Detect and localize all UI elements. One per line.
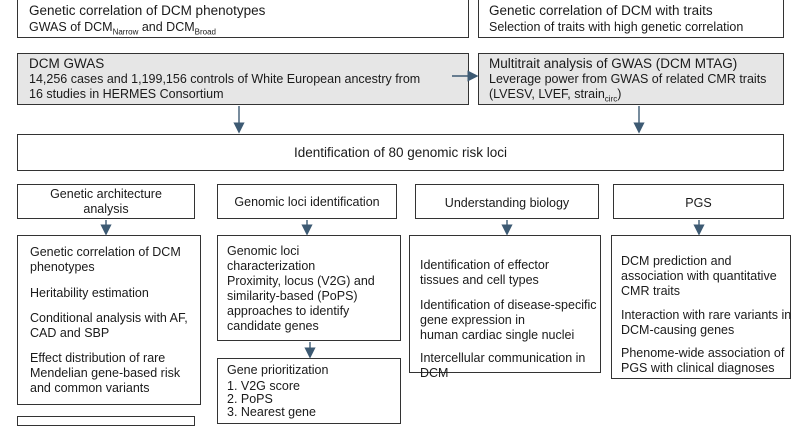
col4-item3-line1: Phenome-wide association of <box>621 346 785 360</box>
col1-detail-box: Genetic correlation of DCM phenotypes He… <box>17 235 201 405</box>
col2-item2-line3: approaches to identify <box>227 304 350 318</box>
col4-item2-line2: DCM-causing genes <box>621 323 735 337</box>
risk-loci-label: Identification of 80 genomic risk loci <box>293 145 508 160</box>
mtag-box: Multitrait analysis of GWAS (DCM MTAG) L… <box>478 53 784 105</box>
col4-item1-line1: DCM prediction and <box>621 254 732 268</box>
gwas-studies-line: 16 studies in HERMES Consortium <box>29 87 224 101</box>
col1-header-line1: Genetic architecture <box>50 187 162 201</box>
col1-item3-line1: Conditional analysis with AF, <box>30 311 188 325</box>
col4-header: PGS <box>685 196 712 210</box>
dcm-phenotype-correlation-box: Genetic correlation of DCM phenotypes GW… <box>17 0 469 38</box>
col4-item1-line2: association with quantitative <box>621 269 777 283</box>
col3-item1-line2: tissues and cell types <box>420 273 539 287</box>
col2-item2-line1: Proximity, locus (V2G) and <box>227 274 375 288</box>
col1-item3-line2: CAD and SBP <box>30 326 110 340</box>
mtag-leverage-line: Leverage power from GWAS of related CMR … <box>489 72 767 86</box>
col4-item3-line2: PGS with clinical diagnoses <box>621 361 775 375</box>
col2-item1-line1: Genomic loci <box>227 244 300 258</box>
col1-item2-line1: Heritability estimation <box>30 286 149 300</box>
trait-correlation-title: Genetic correlation of DCM with traits <box>489 3 713 18</box>
col1-item4-line1: Effect distribution of rare <box>30 351 166 365</box>
trait-selection-line: Selection of traits with high genetic co… <box>489 20 744 34</box>
col2-item2-line2: similarity-based (PoPS) <box>227 289 358 303</box>
col3-item2-line3: human cardiac single nuclei <box>420 328 575 342</box>
col2-item2-line4: candidate genes <box>227 319 319 333</box>
col3-item1-line1: Identification of effector <box>420 258 550 272</box>
col3-header-box: Understanding biology <box>415 184 599 219</box>
prior-item-2: 2. PoPS <box>227 392 273 406</box>
col3-item2-line2: gene expression in <box>420 313 525 327</box>
col4-item2-line1: Interaction with rare variants in <box>621 308 792 322</box>
gene-prioritization-title: Gene prioritization <box>227 363 329 377</box>
dcm-gwas-box: DCM GWAS 14,256 cases and 1,199,156 cont… <box>17 53 469 105</box>
col1-item4-line2: Mendelian gene-based risk <box>30 366 181 380</box>
prior-item-3: 3. Nearest gene <box>227 405 316 419</box>
col1-header-line2: analysis <box>83 202 129 216</box>
dcm-gwas-title: DCM GWAS <box>29 56 105 71</box>
mtag-title: Multitrait analysis of GWAS (DCM MTAG) <box>489 56 738 71</box>
gwas-cases-line: 14,256 cases and 1,199,156 controls of W… <box>29 72 421 86</box>
col3-item2-line1: Identification of disease-specific <box>420 298 597 312</box>
col2-detail-box: Genomic loci characterization Proximity,… <box>217 235 401 341</box>
col1-item1-line1: Genetic correlation of DCM <box>30 245 181 259</box>
risk-loci-box: Identification of 80 genomic risk loci <box>17 134 784 171</box>
trait-correlation-box: Genetic correlation of DCM with traits S… <box>478 0 784 38</box>
col4-header-box: PGS <box>613 184 784 219</box>
col2-header-box: Genomic loci identification <box>217 184 397 219</box>
gene-prioritization-box: Gene prioritization 1. V2G score 2. PoPS… <box>217 358 401 424</box>
col4-item1-line3: CMR traits <box>621 284 681 298</box>
mtag-traits-line: (LVESV, LVEF, straincirc) <box>489 87 622 104</box>
col3-item3-line1: Intercellular communication in <box>420 351 586 365</box>
col2-header: Genomic loci identification <box>234 195 380 209</box>
partial-bottom-box <box>17 416 195 426</box>
col3-header: Understanding biology <box>444 196 570 210</box>
col3-detail-box: Identification of effector tissues and c… <box>409 235 601 380</box>
col1-header-box: Genetic architecture analysis <box>17 184 195 219</box>
prior-item-1: 1. V2G score <box>227 379 300 393</box>
dcm-phenotype-correlation-title: Genetic correlation of DCM phenotypes <box>29 3 266 18</box>
col4-detail-box: DCM prediction and association with quan… <box>611 235 791 379</box>
col1-item4-line3: and common variants <box>30 381 150 395</box>
col2-item1-line2: characterization <box>227 259 316 273</box>
col3-item3-line2: DCM <box>420 366 449 380</box>
col1-item1-line2: phenotypes <box>30 260 95 274</box>
gwas-phenotypes-line: GWAS of DCMNarrow and DCMBroad <box>29 20 216 37</box>
